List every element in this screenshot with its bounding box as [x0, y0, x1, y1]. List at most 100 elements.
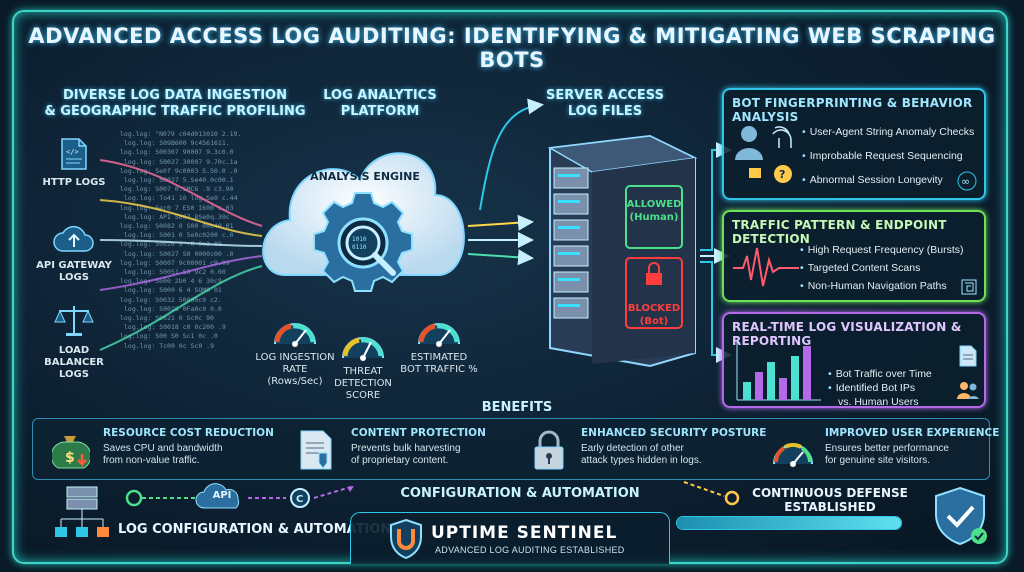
log-line: log.log: S00 S0 Sc1 0c .0 — [120, 332, 218, 341]
log-line: log.log: To41 10 log.Se0 c.44 — [124, 194, 238, 203]
viz-item-bot-traffic: Bot Traffic over Time — [828, 368, 932, 380]
source-label-lb-line3: LOGS — [59, 369, 89, 380]
network-tree-icon — [52, 484, 112, 544]
gear-magnifier-icon: 1010 0110 — [308, 188, 418, 298]
log-line: log.log: S0021 0 Sc0c 90 — [120, 314, 214, 323]
allowed-line2: (Human) — [629, 212, 679, 223]
source-label-lb-line1: LOAD — [58, 345, 90, 356]
engine-label: ANALYSIS ENGINE — [310, 170, 420, 183]
log-line: log.log: S09B600 9c4561611. — [124, 139, 230, 148]
benefit-title-content: CONTENT PROTECTION — [351, 427, 486, 439]
gauge-label-line: BOT TRAFFIC % — [400, 364, 478, 375]
source-label-http: HTTP LOGS — [34, 177, 114, 189]
platform-heading-line2: PLATFORM — [340, 104, 420, 119]
traffic-item-frequency: High Request Frequency (Bursts) — [800, 244, 964, 256]
benefit-desc-content-line1: Prevents bulk harvesting — [351, 443, 461, 454]
users-icon — [956, 380, 980, 400]
log-line: log.log: S0020 S .0 9c2.09 — [120, 240, 222, 249]
config-heading: CONFIGURATION & AUTOMATION — [400, 486, 640, 501]
benefit-desc-security-line2: attack types hidden in logs. — [581, 455, 702, 466]
gauge-label-line: THREAT — [343, 366, 383, 377]
padlock-icon — [529, 427, 569, 473]
benefit-desc-content-line2: of proprietary content. — [351, 455, 449, 466]
allowed-line1: ALLOWED — [626, 199, 682, 210]
benefit-desc-cost-line2: from non-value traffic. — [103, 455, 200, 466]
gauge-dial — [418, 323, 460, 347]
svg-text:1010: 1010 — [352, 236, 367, 243]
log-line: log.log: S0018 c0 0c200 .9 — [124, 323, 226, 332]
svg-text:C: C — [296, 494, 303, 505]
gauge-label-line: DETECTION — [334, 378, 392, 389]
benefits-box: $ RESOURCE COST REDUCTION Saves CPU and … — [32, 418, 999, 480]
infinity-icon: ∞ — [956, 170, 978, 192]
server-heading-line2: LOG FILES — [567, 104, 643, 119]
benefit-desc-ux: Ensures better performance for genuine s… — [825, 443, 985, 467]
log-line: log.log: Ser0 7 ES0 I600 c.03 — [120, 203, 234, 212]
log-line: log.log: S0027 S0 0000c00 .0 — [124, 249, 234, 258]
log-line: log.log: "N079 c04d013010 2.19. — [120, 130, 242, 138]
log-line: log.log: S001 0 5e0c0200 c.0 — [124, 231, 234, 240]
platform-heading: LOG ANALYTICS PLATFORM — [300, 88, 460, 120]
platform-heading-line1: LOG ANALYTICS — [323, 88, 437, 103]
blocked-label: BLOCKED (Bot) — [626, 302, 682, 328]
defense-connector — [683, 481, 740, 506]
benefit-desc-security-line1: Early detection of other — [581, 443, 684, 454]
viz-item-human-users: vs. Human Users — [838, 396, 919, 408]
gauge-label-line: ESTIMATED — [410, 352, 468, 363]
blocked-line2: (Bot) — [639, 316, 669, 327]
cloud-upload-icon — [50, 222, 98, 256]
source-label-api-line2: LOGS — [59, 272, 89, 283]
log-line: log.log: S0082 0 S00 00c40.01 — [120, 222, 234, 231]
brand-name: UPTIME SENTINEL — [431, 523, 618, 543]
log-line: log.log: S000 6 4 SOM0 01 — [124, 286, 222, 295]
user-fingerprint-icon: ? — [732, 120, 800, 190]
maze-icon — [960, 278, 978, 296]
report-doc-icon — [958, 344, 978, 368]
page-title: ADVANCED ACCESS LOG AUDITING: IDENTIFYIN… — [28, 24, 996, 72]
log-line: log.log: S0027 5.Se40.0c00.1 — [124, 176, 234, 185]
benefit-title-security: ENHANCED SECURITY POSTURE — [581, 427, 767, 439]
panel-visualization: REAL-TIME LOG VISUALIZATION & REPORTING … — [722, 312, 986, 408]
panel-fingerprinting: BOT FINGERPRINTING & BEHAVIOR ANALYSIS ?… — [722, 88, 986, 200]
svg-text:</>: </> — [66, 148, 79, 156]
fingerprint-item-sequencing: Improbable Request Sequencing — [802, 150, 963, 162]
log-line: log.log: S0028 0Fa0c0 0.0 — [124, 304, 222, 313]
gauge-dial — [274, 323, 316, 347]
shield-check-icon — [930, 486, 990, 546]
server-heading: SERVER ACCESS LOG FILES — [530, 88, 680, 120]
log-config-label: LOG CONFIGURATION & AUTOMATION — [118, 522, 392, 537]
server-rack — [547, 134, 698, 368]
money-bag-icon: $ — [51, 427, 91, 473]
log-line: log.log: API S007 8Se0q.30c — [124, 212, 230, 221]
source-label-http-line1: HTTP LOGS — [42, 177, 106, 188]
log-line: log.log: Se0f 9c0003 S.50.0 .0 — [120, 166, 238, 175]
bar-chart-icon — [734, 342, 824, 402]
log-line: log.log: Tc00 0c Sc0 .9 — [124, 341, 215, 350]
svg-text:$: $ — [65, 450, 75, 466]
document-icon — [297, 427, 337, 473]
log-line: log.log: S0027 30007 9.70c.1a — [124, 157, 238, 166]
gauge-label-line: (Rows/Sec) — [267, 376, 323, 387]
panel-visualization-title: REAL-TIME LOG VISUALIZATION & REPORTING — [732, 320, 962, 348]
benefit-desc-ux-line2: for genuine site visitors. — [825, 455, 931, 466]
ingestion-heading: DIVERSE LOG DATA INGESTION & GEOGRAPHIC … — [30, 88, 320, 120]
blocked-line1: BLOCKED — [627, 303, 681, 314]
panel-traffic-pattern: TRAFFIC PATTERN & ENDPOINT DETECTION Hig… — [722, 210, 986, 302]
defense-line1: CONTINUOUS DEFENSE — [752, 486, 908, 500]
log-line: log.log: So00 2b0 4 6 30c9 — [120, 277, 222, 286]
document-code-icon: </> — [54, 137, 94, 171]
source-label-api-line1: API GATEWAY — [36, 260, 112, 271]
brand-box: UPTIME SENTINEL ADVANCED LOG AUDITING ES… — [350, 512, 670, 564]
gauge-dial — [342, 337, 384, 361]
benefit-desc-security: Early detection of other attack types hi… — [581, 443, 761, 467]
brand-tagline: ADVANCED LOG AUDITING ESTABLISHED — [435, 545, 625, 555]
source-label-lb-line2: BALANCER — [44, 357, 104, 368]
balance-scale-icon — [52, 302, 96, 338]
ingestion-heading-line2: & GEOGRAPHIC TRAFFIC PROFILING — [44, 104, 306, 119]
svg-text:∞: ∞ — [961, 175, 970, 188]
svg-text:?: ? — [779, 168, 785, 181]
